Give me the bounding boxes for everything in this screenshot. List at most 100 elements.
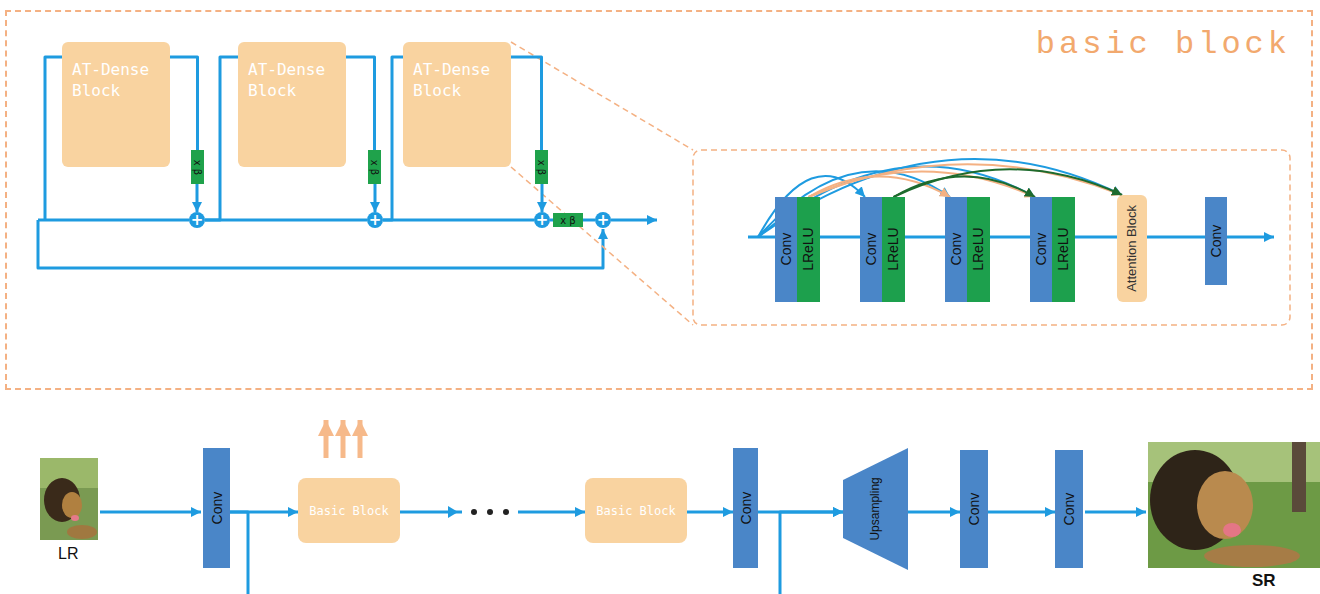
- beta-scale-box: x β: [553, 213, 583, 227]
- node-text: Conv: [737, 452, 753, 564]
- trapezoid-shape: [843, 448, 908, 570]
- at-dense-block: AT-Dense Block: [238, 42, 346, 167]
- node-text: basic block: [5, 10, 1313, 63]
- lrelu-layer: LReLU: [967, 197, 990, 302]
- dense-connection: [809, 164, 1123, 197]
- lrelu-layer: LReLU: [882, 197, 905, 302]
- basic-block-region: basic blockAT-Dense Block x β + AT-Dense Bl…: [5, 10, 1313, 390]
- lion-face: [1197, 471, 1253, 539]
- image-ground: [40, 458, 98, 540]
- lion-paws: [67, 525, 97, 539]
- expand-arrow: [324, 420, 329, 458]
- ellipsis-ground: [462, 500, 518, 524]
- node-text: x β: [369, 159, 380, 174]
- node-text: LReLU: [1055, 201, 1071, 298]
- upsampling-layer: Upsampling: [843, 448, 908, 570]
- connector: [988, 511, 1055, 514]
- conv-layer: Conv: [860, 197, 882, 302]
- node-text: x β: [560, 215, 575, 226]
- connector: [170, 57, 198, 150]
- node-text: Conv: [863, 201, 879, 298]
- connector: [820, 236, 860, 239]
- node-text: LReLU: [800, 201, 816, 298]
- lr-image: [40, 458, 98, 540]
- connector: [541, 184, 544, 212]
- node-text: Conv: [1208, 201, 1224, 281]
- ellipsis-dot: [487, 509, 493, 515]
- sum-node: +: [367, 212, 383, 228]
- trunk-line: [38, 219, 189, 222]
- sum-node: +: [595, 212, 611, 228]
- output-arrow: [1085, 511, 1146, 514]
- dense-input-line: [748, 236, 775, 239]
- lion-face: [62, 492, 82, 518]
- tree-trunk: [1292, 442, 1306, 512]
- lion-tongue: [1223, 523, 1241, 537]
- connector: [1075, 236, 1117, 239]
- connector: [383, 219, 534, 222]
- conv-layer: Conv: [203, 448, 230, 568]
- lrelu-layer: LReLU: [797, 197, 820, 302]
- conv-layer: Conv: [1055, 450, 1083, 568]
- beta-scale-box: x β: [191, 150, 204, 184]
- lion-tongue: [71, 515, 79, 521]
- node-text: Conv: [208, 452, 224, 564]
- connector: [908, 511, 960, 514]
- lion-paws: [1204, 545, 1300, 567]
- node-text: Conv: [1061, 454, 1077, 564]
- conv-layer: Conv: [733, 448, 758, 568]
- image-label: SR: [1252, 571, 1276, 591]
- outer-skip-line: [38, 220, 603, 268]
- lrelu-layer: LReLU: [1052, 197, 1075, 302]
- connector: [205, 219, 367, 222]
- connector: [1147, 236, 1205, 239]
- node-text: +: [369, 213, 382, 228]
- image-label: LR: [58, 545, 78, 563]
- expand-arrow: [341, 420, 346, 458]
- node-text: x β: [192, 159, 203, 174]
- sum-node: +: [189, 212, 205, 228]
- image-ground: [1148, 442, 1320, 568]
- input-arrow: [100, 511, 201, 514]
- zoom-frame: [693, 150, 1290, 325]
- dense-connection: [809, 177, 951, 197]
- node-text: Conv: [1033, 201, 1049, 298]
- conv-layer: Conv: [1030, 197, 1052, 302]
- basic-block: Basic Block: [298, 478, 400, 543]
- basic-block: Basic Block: [585, 478, 687, 543]
- conv-layer: Conv: [775, 197, 797, 302]
- at-dense-block: AT-Dense Block: [62, 42, 170, 167]
- node-text: AT-Dense Block: [62, 42, 170, 102]
- at-dense-block: AT-Dense Block: [403, 42, 511, 167]
- connector: [205, 57, 238, 220]
- arrow-head: [448, 506, 458, 518]
- node-text: Upsampling: [869, 452, 883, 566]
- node-text: AT-Dense Block: [403, 42, 511, 102]
- beta-scale-box: x β: [535, 150, 548, 184]
- node-text: +: [536, 213, 549, 228]
- sr-image: [1148, 442, 1320, 568]
- conv-layer: Conv: [945, 197, 967, 302]
- connector: [905, 236, 945, 239]
- connector: [346, 57, 375, 150]
- connector: [374, 184, 377, 212]
- node-text: Basic Block: [596, 504, 675, 518]
- connector: [511, 57, 542, 150]
- node-text: Basic Block: [309, 504, 388, 518]
- attention-block: Attention Block: [1117, 195, 1147, 302]
- dense-connection: [894, 169, 1123, 197]
- sum-node: +: [534, 212, 550, 228]
- connector: [583, 219, 595, 222]
- connector: [990, 236, 1030, 239]
- node-text: Conv: [948, 201, 964, 298]
- ellipsis-dot: [503, 509, 509, 515]
- dense-output-arrow: [1227, 236, 1274, 239]
- node-text: AT-Dense Block: [238, 42, 346, 102]
- node-text: +: [597, 213, 610, 228]
- node-text: +: [191, 213, 204, 228]
- node-text: LReLU: [970, 201, 986, 298]
- node-text: LReLU: [885, 201, 901, 298]
- branch-line: [45, 57, 62, 220]
- connector: [687, 511, 733, 514]
